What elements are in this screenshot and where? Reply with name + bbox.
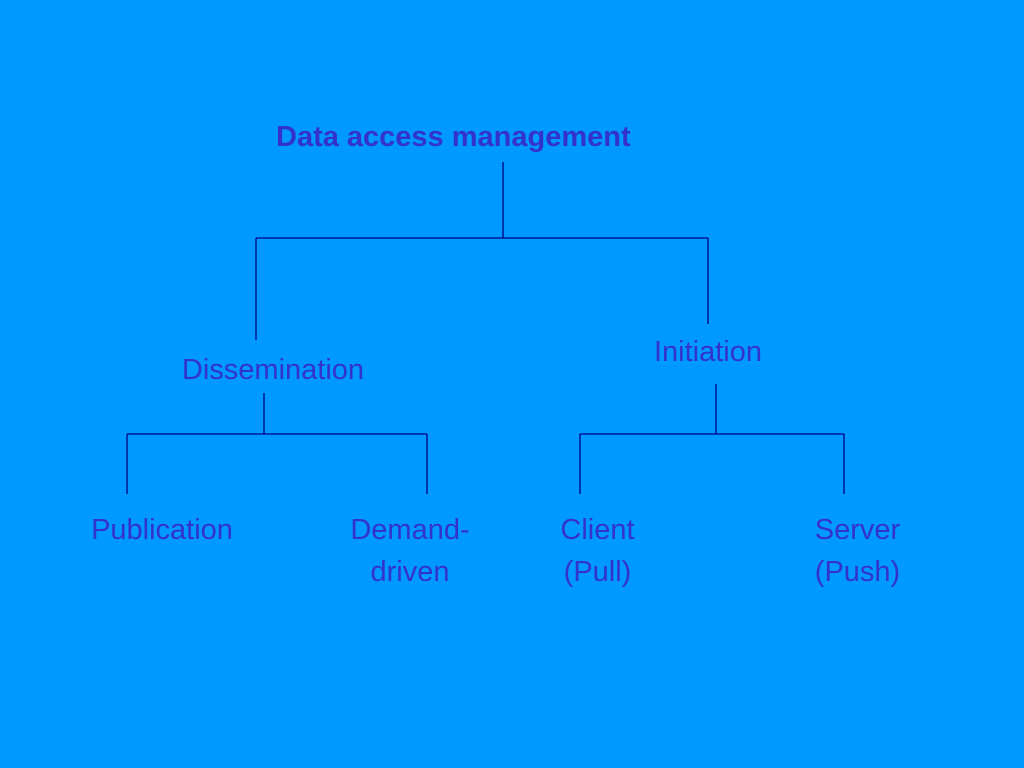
root-node-title: Data access management: [276, 116, 696, 158]
node-demand-driven-line-2: driven: [370, 556, 450, 588]
node-publication-label: Publication: [91, 514, 233, 546]
node-initiation-label: Initiation: [653, 336, 762, 368]
node-server-line-1: Server: [814, 514, 901, 546]
root-node-label: Data access management: [276, 121, 631, 153]
node-dissemination: Dissemination: [163, 349, 383, 391]
node-dissemination-label: Dissemination: [181, 354, 365, 386]
node-demand-driven: Demand- driven: [330, 509, 490, 593]
node-server-line-2: (Push): [814, 556, 901, 588]
node-publication: Publication: [72, 509, 252, 551]
node-client-pull: Client (Pull): [530, 509, 665, 593]
node-initiation: Initiation: [638, 331, 778, 373]
node-server-push: Server (Push): [790, 509, 925, 593]
node-client-line-1: Client: [560, 514, 635, 546]
node-client-line-2: (Pull): [563, 556, 632, 588]
node-demand-driven-line-1: Demand-: [350, 514, 470, 546]
